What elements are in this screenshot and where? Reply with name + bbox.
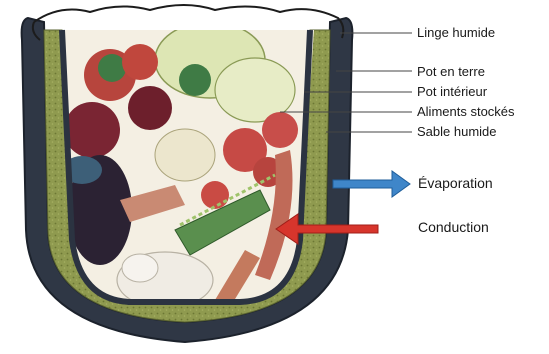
label-clay-pot: Pot en terre [417, 64, 485, 79]
label-wet-sand: Sable humide [417, 124, 497, 139]
label-inner-pot: Pot intérieur [417, 84, 487, 99]
label-wet-cloth: Linge humide [417, 25, 495, 40]
stored-food [55, 22, 320, 310]
label-stored-food: Aliments stockés [417, 104, 515, 119]
label-conduction: Conduction [418, 220, 489, 235]
label-evaporation: Évaporation [418, 176, 493, 191]
